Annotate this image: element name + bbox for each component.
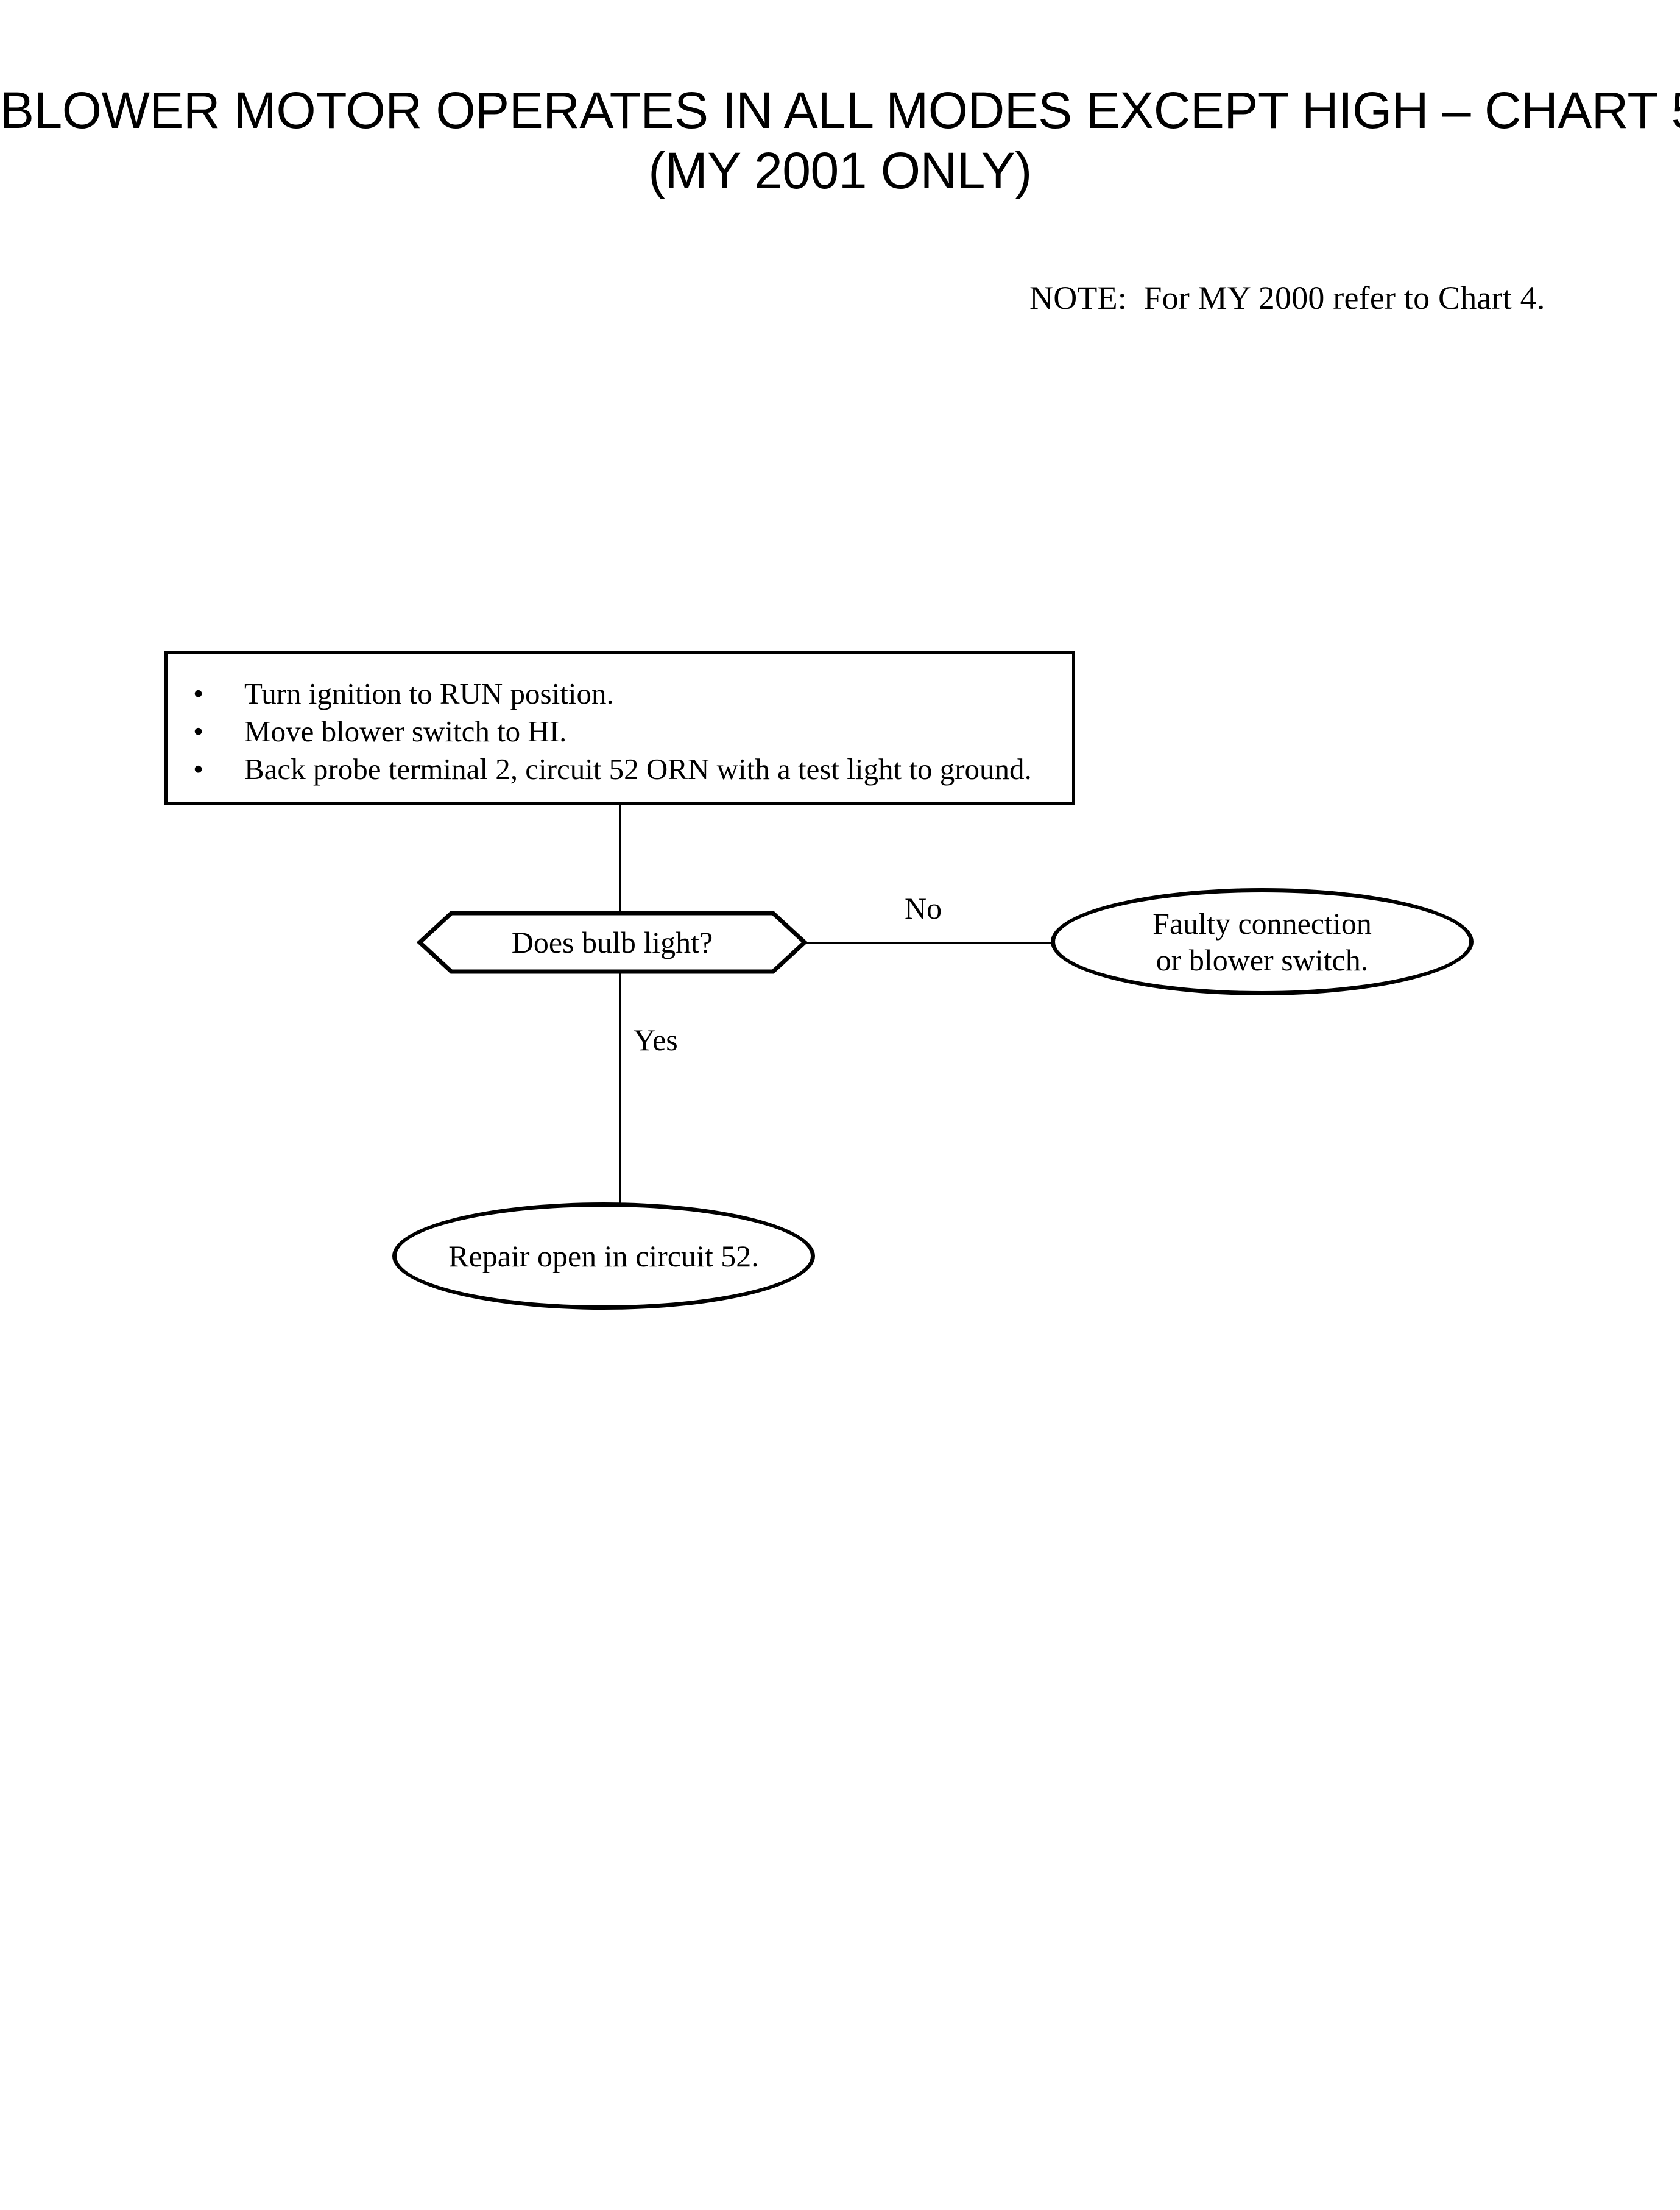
chart-note: NOTE: For MY 2000 refer to Chart 4. [1029,280,1545,316]
decision-label: Does bulb light? [511,925,713,959]
bullet-icon: • [193,677,204,710]
connector-decision-to-repair [619,973,621,1205]
hexagon-shape [417,911,807,974]
connector-decision-to-faulty [805,942,1053,944]
repair-open-label: Repair open in circuit 52. [448,1239,759,1273]
list-item: • Move blower switch to HI. [180,713,1032,750]
decision-node: Does bulb light? [417,911,807,974]
edge-label-yes: Yes [634,1023,678,1057]
page-title-line-1: BLOWER MOTOR OPERATES IN ALL MODES EXCEP… [0,82,1680,139]
bullet-icon: • [193,752,204,786]
connector-box-to-decision [619,805,621,915]
page-title: BLOWER MOTOR OPERATES IN ALL MODES EXCEP… [0,80,1680,201]
faulty-connection-node: Faulty connection or blower switch. [1051,888,1474,995]
faulty-connection-label: Faulty connection or blower switch. [1152,906,1372,977]
list-item: • Back probe terminal 2, circuit 52 ORN … [180,750,1032,788]
bullet-icon: • [193,715,204,748]
edge-label-no: No [905,891,942,925]
list-item: • Turn ignition to RUN position. [180,675,1032,713]
repair-open-node: Repair open in circuit 52. [392,1202,815,1310]
instruction-text: Move blower switch to HI. [244,715,567,748]
instruction-list: • Turn ignition to RUN position. • Move … [180,675,1032,788]
instruction-text: Back probe terminal 2, circuit 52 ORN wi… [244,752,1032,786]
page-title-line-2: (MY 2001 ONLY) [648,142,1032,200]
instruction-box: • Turn ignition to RUN position. • Move … [164,651,1075,805]
instruction-text: Turn ignition to RUN position. [244,677,614,710]
